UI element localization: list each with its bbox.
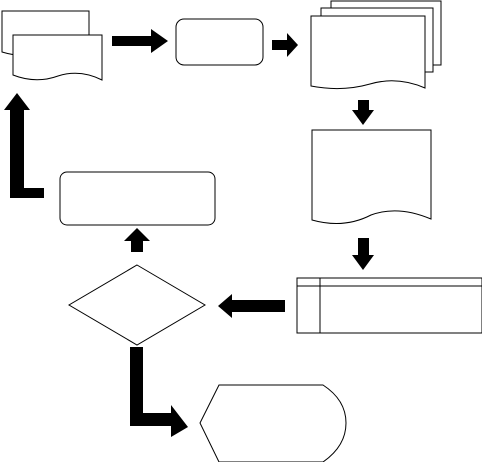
arrow-middle-process-to-top-left: [4, 93, 44, 198]
arrow-storage-to-decision: [218, 294, 285, 318]
multi-document-right: [310, 0, 442, 90]
arrow-process-top-to-right-documents: [272, 33, 298, 57]
arrow-right-documents-to-middle-document: [352, 100, 374, 125]
display-shape: [199, 384, 347, 462]
process-rounded-middle: [59, 171, 216, 226]
document-middle: [311, 129, 432, 225]
arrow-decision-to-middle-process: [124, 228, 150, 252]
process-rounded-top: [175, 18, 264, 66]
multi-document-left: [1, 10, 103, 81]
decision-diamond: [68, 264, 206, 346]
arrow-decision-to-display: [130, 347, 188, 437]
internal-storage: [296, 277, 482, 334]
arrow-middle-document-to-storage: [352, 238, 374, 270]
arrow-left-to-process-top: [112, 29, 168, 53]
